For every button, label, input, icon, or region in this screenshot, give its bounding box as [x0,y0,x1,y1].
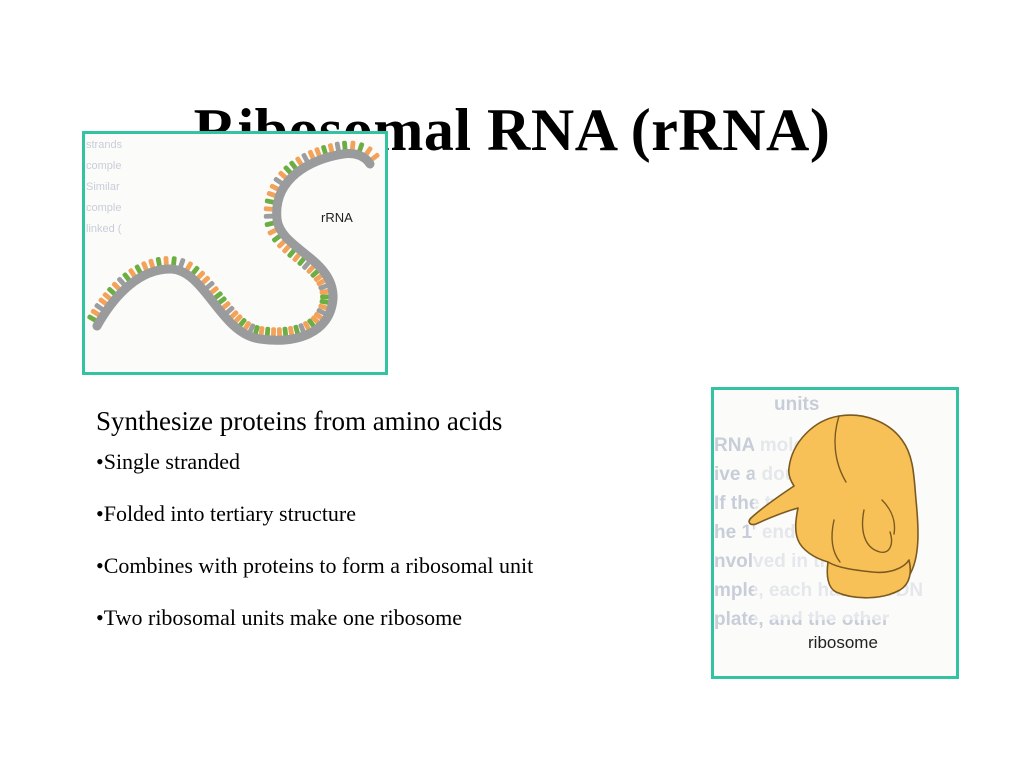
rrna-backbone [92,149,375,345]
rrna-label: rRNA [321,210,353,225]
bleed-line: linked ( [86,223,122,235]
rrna-base [263,206,275,212]
bleed-line: comple [86,160,122,172]
rrna-base [258,326,265,338]
bullet-item: •Folded into tertiary structure [96,501,357,526]
rrna-base [264,326,271,338]
rrna-figure: strands comple Similar comple linked ( r… [82,131,388,375]
rrna-base [288,326,295,338]
ribosome-groove [881,499,896,535]
rrna-base [349,140,356,152]
rrna-base [342,140,348,152]
rrna-base [320,294,332,300]
bullet-list: •Single stranded •Folded into tertiary s… [96,449,696,631]
ribosome-groove [831,519,841,563]
rrna-base [282,326,289,338]
rrna-base [276,327,282,339]
rrna-base [163,256,169,268]
rrna-base [171,256,177,268]
rrna-base [264,220,276,227]
slide-body: Synthesize proteins from amino acids •Si… [96,405,696,657]
ribosome-illustration [748,414,954,620]
ribosome-label: ribosome [808,633,878,652]
ribosome-figure: units RNA molecule mov ive a double-heli… [711,387,959,679]
lead-text: Synthesize proteins from amino acids [96,406,503,436]
rrna-strand-illustration [87,140,380,345]
bullet-item: •Two ribosomal units make one ribosome [96,605,463,630]
rrna-base [271,327,277,339]
ribosome-groove [834,415,847,483]
rrna-base [263,213,275,219]
bleed-line: Similar [86,181,120,193]
bullet-item: •Combines with proteins to form a riboso… [96,553,534,578]
bleed-line: strands [86,139,123,151]
ribosome-small-subunit [826,559,912,599]
rrna-bases [87,140,380,339]
bullet-item: •Single stranded [96,449,240,474]
rrna-figure-bleed-text: strands comple Similar comple linked ( [86,135,122,240]
bleed-line: comple [86,202,122,214]
ribosome-groove [861,509,893,553]
bleed-line: units [774,394,820,415]
rrna-base [319,288,331,295]
rrna-base [334,141,341,153]
rrna-base [155,257,162,269]
